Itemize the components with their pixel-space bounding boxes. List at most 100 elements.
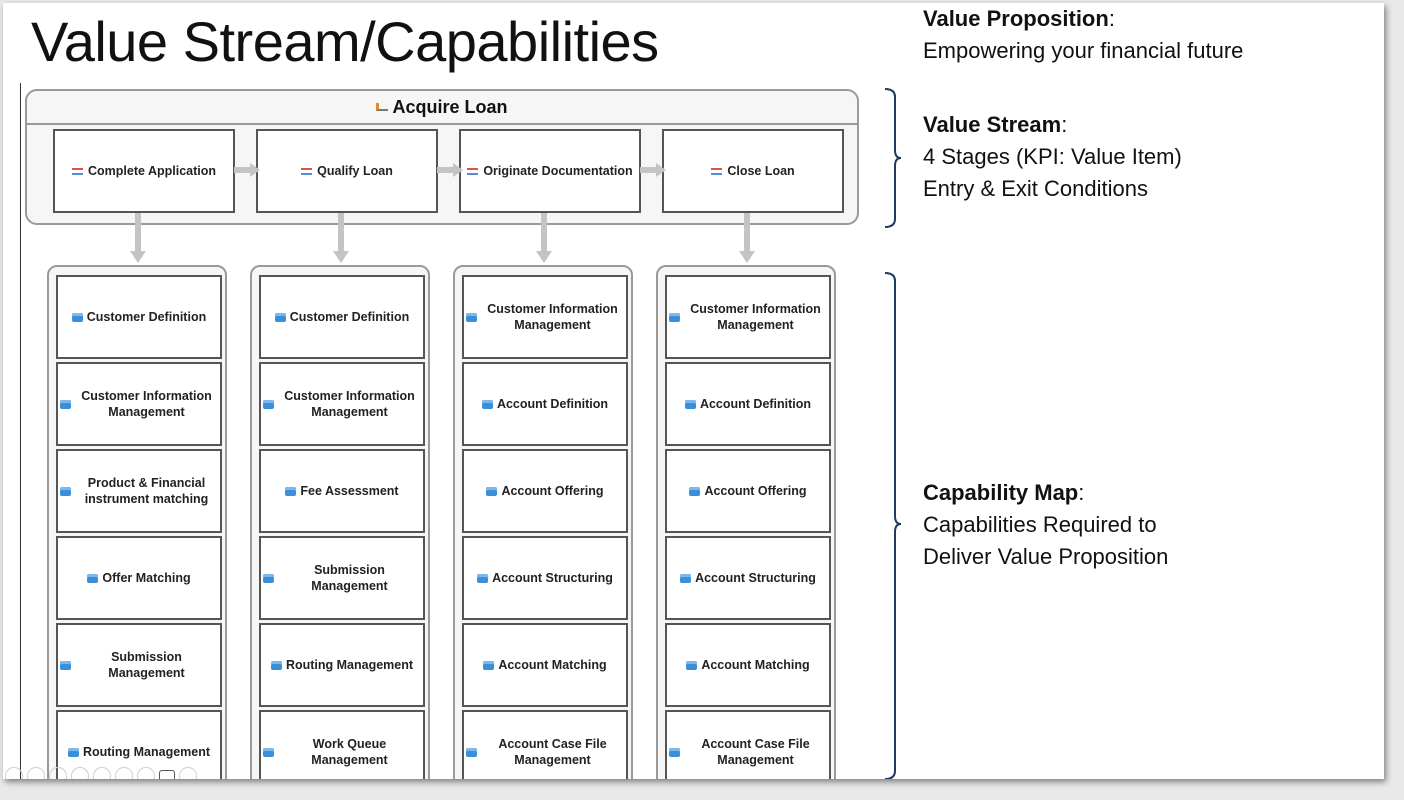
value-stream-line-1: 4 Stages (KPI: Value Item) — [923, 144, 1182, 169]
capability-label: Account Offering — [704, 484, 807, 498]
capability-label: Customer Information Management — [81, 389, 212, 419]
capability-label: Submission Management — [108, 650, 185, 680]
stage-label: Qualify Loan — [317, 164, 393, 178]
presentation-toolbar — [5, 767, 197, 779]
capability-icon — [71, 312, 83, 322]
capability-icon — [274, 312, 286, 322]
capability-map-heading: Capability Map — [923, 480, 1079, 505]
capability-icon — [60, 399, 71, 409]
capability-box[interactable]: Account Case File Management — [665, 710, 831, 779]
capability-map-bracket — [884, 272, 901, 779]
capability-icon — [285, 486, 297, 496]
capability-column-2: Customer Definition Customer Information… — [250, 265, 430, 779]
stage-icon — [71, 167, 83, 175]
zoom-icon[interactable] — [115, 767, 133, 779]
capability-label: Customer Information Management — [284, 389, 415, 419]
capability-box[interactable]: Account Matching — [665, 623, 831, 707]
capability-icon — [486, 486, 498, 496]
capability-box[interactable]: Customer Information Management — [259, 362, 425, 446]
capability-box[interactable]: Account Structuring — [462, 536, 628, 620]
capability-icon — [263, 747, 274, 757]
capability-icon — [680, 573, 692, 583]
down-arrow-4 — [739, 213, 755, 263]
subtitles-icon[interactable] — [137, 767, 155, 779]
capability-box[interactable]: Routing Management — [259, 623, 425, 707]
capability-icon — [684, 399, 696, 409]
capability-icon — [263, 399, 274, 409]
stage-close-loan[interactable]: Close Loan — [662, 129, 844, 213]
capability-box[interactable]: Offer Matching — [56, 536, 222, 620]
capability-label: Customer Information Management — [487, 302, 618, 332]
value-stream-note: Value Stream: 4 Stages (KPI: Value Item)… — [923, 109, 1182, 205]
capability-icon — [60, 486, 71, 496]
capability-icon — [669, 312, 680, 322]
capability-icon — [466, 747, 477, 757]
value-proposition-text: Empowering your financial future — [923, 38, 1244, 63]
stage-label: Originate Documentation — [483, 164, 633, 178]
stage-icon — [711, 167, 723, 175]
capability-box[interactable]: Customer Definition — [56, 275, 222, 359]
capability-box[interactable]: Account Case File Management — [462, 710, 628, 779]
capability-box[interactable]: Account Offering — [462, 449, 628, 533]
value-proposition-heading: Value Proposition — [923, 6, 1109, 31]
capability-icon — [466, 312, 477, 322]
capability-label: Account Structuring — [695, 571, 816, 585]
capability-label: Customer Definition — [289, 310, 410, 324]
more-icon[interactable] — [179, 767, 197, 779]
back-icon[interactable] — [5, 767, 23, 779]
capability-box[interactable]: Account Matching — [462, 623, 628, 707]
slide-title: Value Stream/Capabilities — [31, 10, 659, 73]
value-stream-name: Acquire Loan — [392, 96, 508, 117]
capability-box[interactable]: Account Structuring — [665, 536, 831, 620]
capability-box[interactable]: Submission Management — [56, 623, 222, 707]
capability-label: Fee Assessment — [300, 484, 399, 498]
down-arrow-2 — [333, 213, 349, 263]
slides-icon[interactable] — [93, 767, 111, 779]
capability-icon — [669, 747, 680, 757]
stage-arrow-1 — [234, 163, 260, 177]
capability-box[interactable]: Customer Information Management — [665, 275, 831, 359]
capability-label: Product & Financial instrument matching — [84, 476, 209, 506]
capability-box[interactable]: Submission Management — [259, 536, 425, 620]
left-divider-line — [20, 83, 21, 779]
capability-label: Offer Matching — [102, 571, 191, 585]
capability-box[interactable]: Account Offering — [665, 449, 831, 533]
down-arrow-1 — [130, 213, 146, 263]
forward-icon[interactable] — [27, 767, 45, 779]
capability-column-3: Customer Information Management Account … — [453, 265, 633, 779]
capability-box[interactable]: Customer Information Management — [56, 362, 222, 446]
pen-icon[interactable] — [71, 767, 89, 779]
capability-label: Account Definition — [699, 397, 812, 411]
capability-column-1: Customer Definition Customer Information… — [47, 265, 227, 779]
capability-map-line-1: Capabilities Required to — [923, 512, 1157, 537]
stage-qualify-loan[interactable]: Qualify Loan — [256, 129, 438, 213]
capability-label: Customer Definition — [86, 310, 207, 324]
capability-label: Account Matching — [498, 658, 607, 672]
stage-complete-application[interactable]: Complete Application — [53, 129, 235, 213]
value-stream-header: Acquire Loan — [27, 91, 857, 125]
capability-box[interactable]: Account Definition — [462, 362, 628, 446]
capability-box[interactable]: Customer Definition — [259, 275, 425, 359]
capability-box[interactable]: Product & Financial instrument matching — [56, 449, 222, 533]
capability-label: Account Structuring — [492, 571, 613, 585]
capability-label: Account Definition — [496, 397, 609, 411]
camera-icon[interactable] — [159, 770, 175, 779]
capability-box[interactable]: Account Definition — [665, 362, 831, 446]
down-arrow-3 — [536, 213, 552, 263]
capability-icon — [60, 660, 71, 670]
capability-icon — [263, 573, 274, 583]
stage-arrow-3 — [640, 163, 666, 177]
stage-label: Close Loan — [727, 164, 795, 178]
capability-box[interactable]: Work Queue Management — [259, 710, 425, 779]
capability-box[interactable]: Customer Information Management — [462, 275, 628, 359]
stage-arrow-2 — [437, 163, 463, 177]
value-proposition-note: Value Proposition: Empowering your finan… — [923, 3, 1243, 67]
capability-label: Customer Information Management — [690, 302, 821, 332]
value-stream-bracket — [884, 88, 901, 228]
stage-originate-documentation[interactable]: Originate Documentation — [459, 129, 641, 213]
pointer-icon[interactable] — [49, 767, 67, 779]
capability-label: Routing Management — [285, 658, 414, 672]
capability-box[interactable]: Fee Assessment — [259, 449, 425, 533]
capability-icon — [481, 399, 493, 409]
capability-label: Work Queue Management — [311, 737, 388, 767]
